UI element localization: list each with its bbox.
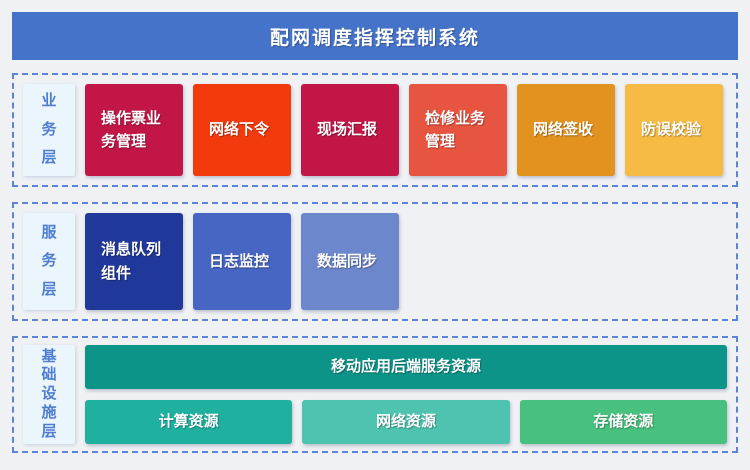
layer-label-service-text: 服务层	[41, 223, 57, 298]
block-maintenance-management: 检修业务管理	[409, 84, 507, 176]
block-computing-resource: 计算资源	[85, 400, 293, 444]
block-operation-ticket-management: 操作票业务管理	[85, 84, 183, 176]
business-blocks-row: 操作票业务管理网络下令现场汇报检修业务管理网络签收防误校验	[85, 84, 727, 176]
block-mobile-backend-service-resource: 移动应用后端服务资源	[85, 345, 727, 389]
backend-resource-row: 移动应用后端服务资源	[85, 345, 727, 389]
block-storage-resource: 存储资源	[519, 400, 727, 444]
block-log-monitoring: 日志监控	[193, 213, 291, 310]
layer-label-business-text: 业务层	[41, 92, 57, 167]
page-title: 配网调度指挥控制系统	[269, 27, 480, 49]
section-infrastructure-layer: 基础设施层 移动应用后端服务资源 计算资源网络资源存储资源	[12, 336, 738, 453]
block-site-report: 现场汇报	[301, 84, 399, 176]
block-network-order: 网络下令	[193, 84, 291, 176]
section-business-layer: 业务层 操作票业务管理网络下令现场汇报检修业务管理网络签收防误校验	[12, 73, 738, 187]
infrastructure-blocks-column: 移动应用后端服务资源 计算资源网络资源存储资源	[85, 345, 727, 444]
block-data-sync: 数据同步	[301, 213, 399, 310]
section-service-layer: 服务层 消息队列组件日志监控数据同步	[12, 202, 738, 321]
title-bar: 配网调度指挥控制系统	[12, 12, 738, 60]
block-network-sign-off: 网络签收	[517, 84, 615, 176]
layer-label-infrastructure: 基础设施层	[23, 345, 75, 444]
resource-blocks-row: 计算资源网络资源存储资源	[85, 400, 727, 444]
layer-label-business: 业务层	[23, 84, 75, 176]
service-blocks-row: 消息队列组件日志监控数据同步	[85, 213, 727, 310]
block-network-resource: 网络资源	[302, 400, 510, 444]
block-message-queue-component: 消息队列组件	[85, 213, 183, 310]
block-error-prevention-check: 防误校验	[625, 84, 723, 176]
layer-label-service: 服务层	[23, 213, 75, 310]
layer-label-infrastructure-text: 基础设施层	[41, 347, 57, 440]
